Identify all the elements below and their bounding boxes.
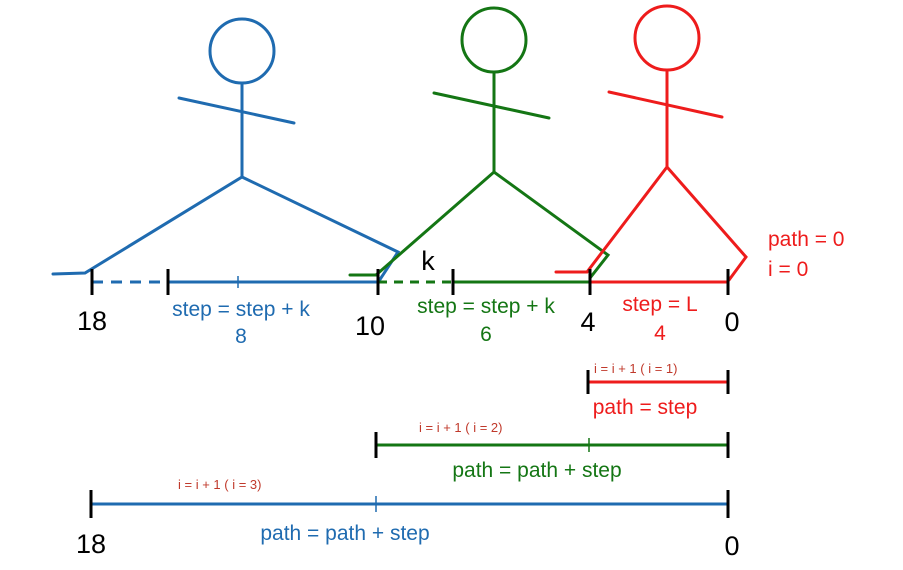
- red-increment-label: i = i + 1 ( i = 1): [594, 361, 677, 376]
- red-figure-head: [633, 4, 701, 72]
- red-path-state: path = 0: [768, 228, 844, 251]
- green-step-value: 6: [480, 323, 492, 346]
- red-step-value: 4: [654, 322, 666, 345]
- blue-figure-arms: [177, 96, 296, 125]
- bottom-label-0: 0: [724, 531, 739, 561]
- green-figure-head: [460, 6, 528, 74]
- green-step-label: step = step + k: [417, 295, 555, 318]
- green-increment-label: i = i + 1 ( i = 2): [419, 420, 502, 435]
- blue-figure-legs: [51, 175, 401, 283]
- green-path-bar: [374, 432, 730, 458]
- green-stick-figure: [348, 6, 611, 280]
- blue-step-label: step = step + k: [172, 298, 310, 321]
- blue-figure-head: [208, 17, 276, 85]
- green-figure-arms: [432, 91, 551, 120]
- blue-step-value: 8: [235, 325, 247, 348]
- green-path-label: path = path + step: [452, 459, 621, 482]
- k-label: k: [421, 246, 435, 276]
- label-18: 18: [77, 306, 107, 336]
- red-path-bar: [586, 370, 730, 394]
- red-figure-legs: [554, 164, 748, 282]
- red-figure-arms: [607, 90, 724, 119]
- green-figure-legs: [348, 170, 611, 280]
- label-10: 10: [355, 311, 385, 341]
- blue-increment-label: i = i + 1 ( i = 3): [178, 477, 261, 492]
- label-0: 0: [724, 307, 739, 337]
- red-stick-figure: [554, 4, 748, 282]
- blue-path-bar: [89, 490, 730, 518]
- red-step-label: step = L: [622, 293, 697, 316]
- red-i-state: i = 0: [768, 258, 808, 281]
- bottom-label-18: 18: [76, 529, 106, 559]
- label-4: 4: [580, 307, 595, 337]
- blue-path-label: path = path + step: [260, 522, 429, 545]
- red-path-label: path = step: [593, 396, 698, 419]
- top-ruler: [90, 269, 730, 295]
- blue-stick-figure: [51, 17, 401, 283]
